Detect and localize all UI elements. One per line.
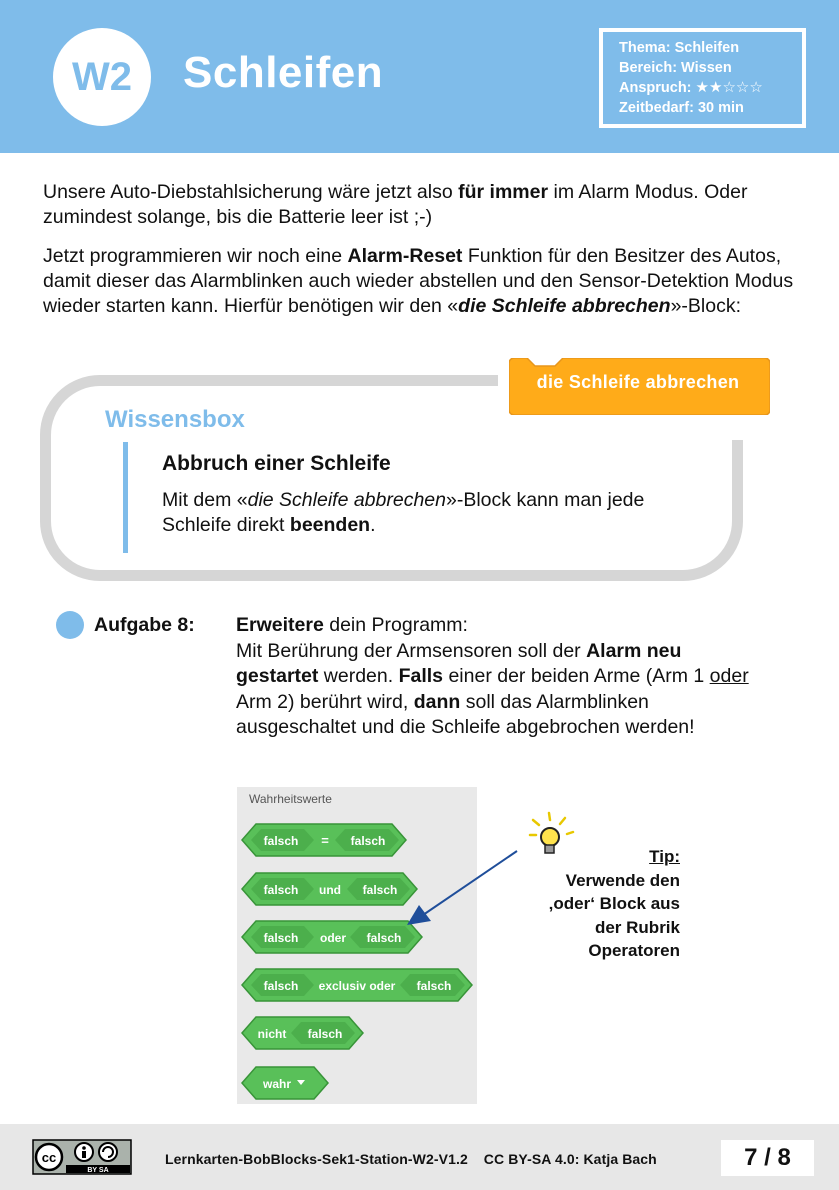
block-true-dropdown[interactable]: wahr (241, 1066, 329, 1100)
block-xor-right: falsch (417, 979, 452, 993)
text-run: Jetzt programmieren wir noch eine (43, 245, 348, 267)
text-run: Mit Berührung der Armsensoren soll der (236, 639, 587, 662)
block-or-left: falsch (264, 931, 299, 945)
intro-paragraph-1: Unsere Auto-Diebstahlsicherung wäre jetz… (43, 180, 803, 230)
tip-heading: Tip: (649, 847, 680, 866)
block-or-op: oder (320, 931, 346, 945)
block-xor-op: exclusiv oder (319, 979, 396, 993)
text-run: soll das Alarmblinken ausgeschaltet und … (236, 690, 695, 739)
block-or[interactable]: falsch oder falsch (241, 920, 423, 954)
block-equals-op: = (321, 833, 329, 848)
text-run-bold: dann (413, 690, 461, 713)
tip-line: Verwende den (565, 870, 680, 890)
text-run-bold: Alarm-Reset (347, 245, 463, 267)
block-equals-right: falsch (351, 834, 386, 848)
text-run: einer der beiden Arme (Arm 1 (443, 665, 710, 687)
block-equals-left: falsch (264, 834, 299, 848)
block-and-right: falsch (363, 883, 398, 897)
tip-line: der Rubrik (594, 917, 680, 937)
tip-arrow (407, 850, 518, 925)
palette-blocks: falsch = falsch falsch und falsch falsch… (241, 823, 473, 1100)
block-not-right: falsch (308, 1027, 343, 1041)
info-bereich: Bereich: Wissen (619, 60, 732, 76)
task-bullet (56, 611, 84, 639)
wissensbox-accent-bar (123, 442, 128, 553)
text-run: dein Programm: (323, 614, 468, 636)
text-run: »-Block kann man jede Schleife direkt (162, 489, 645, 536)
wissensbox-text: Mit dem «die Schleife abbrechen»-Block k… (162, 488, 682, 538)
page-title: Schleifen (183, 48, 384, 97)
block-xor-left: falsch (264, 979, 299, 993)
task-label: Aufgabe 8: (94, 614, 195, 636)
block-and-op: und (319, 883, 341, 897)
page-number: 7 / 8 (721, 1140, 814, 1176)
lightbulb-icon (528, 811, 575, 854)
palette-title: Wahrheitswerte (249, 792, 332, 806)
info-anspruch-label: Anspruch: (619, 80, 692, 96)
tip-box: Tip: Verwende den ‚oder‘ Block aus der R… (520, 845, 680, 963)
intro-paragraph-2: Jetzt programmieren wir noch eine Alarm-… (43, 244, 803, 319)
task-text: Erweitere dein Programm: Mit Berührung de… (236, 613, 766, 741)
star-empty-icon: ☆ (735, 79, 750, 96)
text-run-bold: Falls (398, 665, 444, 687)
block-true-value: wahr (262, 1077, 291, 1091)
text-run: werden. (318, 665, 399, 687)
block-not[interactable]: nicht falsch (241, 1016, 364, 1050)
text-run-bold: beenden (289, 514, 371, 536)
text-run: Funktion für den Besitzer des Autos, dam… (43, 245, 794, 317)
block-or-right: falsch (367, 931, 402, 945)
block-not-op: nicht (258, 1027, 287, 1041)
svg-text:cc: cc (42, 1150, 56, 1165)
star-filled-icon: ★ (695, 79, 709, 96)
chevron-down-icon (297, 1080, 305, 1085)
text-run-bold: für immer (458, 181, 549, 203)
star-empty-icon: ☆ (749, 79, 763, 96)
text-run: im Alarm Modus. Oder zumindest solange, … (43, 181, 748, 228)
star-empty-icon: ☆ (722, 79, 736, 96)
rating-stars: ★★☆☆☆ (695, 79, 763, 96)
block-xor[interactable]: falsch exclusiv oder falsch (241, 968, 473, 1002)
tip-line: Operatoren (588, 941, 680, 960)
text-run-bold: Erweitere (236, 614, 324, 636)
block-equals[interactable]: falsch = falsch (241, 823, 407, 857)
info-anspruch: Anspruch: ★★☆☆☆ (619, 78, 802, 98)
scratch-block-label: die Schleife abbrechen (536, 372, 740, 392)
wissensbox-heading: Abbruch einer Schleife (162, 452, 391, 475)
text-run: Unsere Auto-Diebstahlsicherung wäre jetz… (43, 181, 459, 203)
text-run-bold-italic: die Schleife abbrechen (458, 295, 671, 317)
info-zeitbedarf: Zeitbedarf: 30 min (619, 100, 744, 116)
text-run: . (370, 514, 376, 536)
text-run-underline: oder (709, 665, 749, 687)
cc-badge-text: BY SA (87, 1167, 108, 1174)
text-run: Mit dem « (162, 489, 248, 511)
text-run: »-Block: (670, 295, 742, 317)
star-filled-icon: ★ (708, 79, 723, 96)
block-and-left: falsch (264, 883, 299, 897)
footer-text: Lernkarten-BobBlocks-Sek1-Station-W2-V1.… (165, 1151, 657, 1167)
block-and[interactable]: falsch und falsch (241, 872, 418, 906)
text-run: Arm 2) berührt wird, (236, 690, 414, 713)
info-box: Thema: Schleifen Bereich: Wissen Anspruc… (599, 28, 806, 128)
wissensbox-title: Wissensbox (105, 406, 245, 433)
info-thema: Thema: Schleifen (619, 40, 740, 56)
text-run-bold: Alarm neu gestartet (236, 639, 682, 688)
station-badge: W2 (53, 28, 151, 126)
footer-bar (0, 1124, 839, 1190)
tip-line: ‚oder‘ Block aus (548, 894, 680, 913)
cc-license-icon: cc BY SA (32, 1139, 132, 1175)
text-run-italic: die Schleife abbrechen (247, 489, 446, 511)
scratch-stop-loop-block (509, 358, 770, 415)
